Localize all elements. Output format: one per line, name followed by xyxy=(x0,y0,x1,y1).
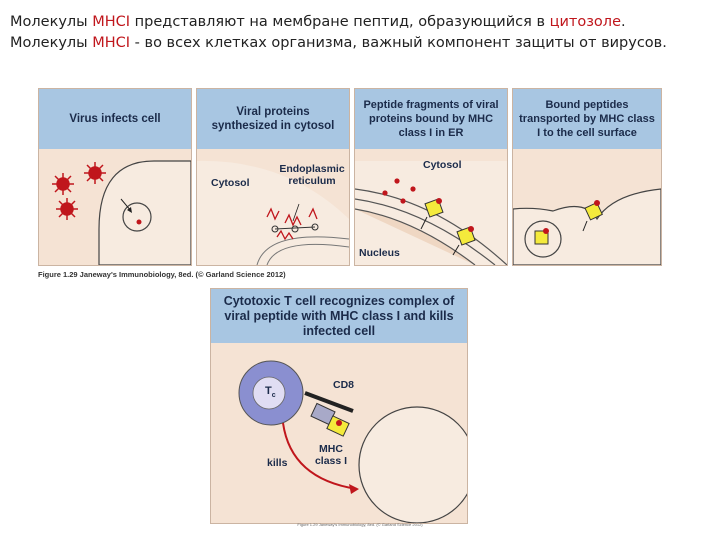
header-segment: Молекулы xyxy=(10,14,93,30)
bottom-caption: Cytotoxic T cell recognizes complex of v… xyxy=(211,289,467,343)
mhc-label: MHC class I xyxy=(314,443,348,467)
figure-caption-top: Figure 1.29 Janeway's Immunobiology, 8ed… xyxy=(38,270,286,279)
header-line-2: Молекулы MHCI - во всех клетках организм… xyxy=(10,33,710,54)
header-segment: цитозоле xyxy=(549,14,621,30)
header-line-1: Молекулы MHCI представляют на мембране п… xyxy=(10,12,710,33)
cd8-label: CD8 xyxy=(333,379,355,391)
kills-label: kills xyxy=(267,457,288,469)
panel-2-caption: Viral proteins synthesized in cytosol xyxy=(197,89,349,149)
figure-caption-bottom: Figure 1.29 Janeway's Immunobiology, 8ed… xyxy=(297,522,423,527)
panel-4-graphic xyxy=(513,188,661,265)
header-segment: . xyxy=(621,14,626,30)
panel-viral-proteins: Viral proteins synthesized in cytosol Cy… xyxy=(196,88,350,266)
panel-peptide-fragments: Peptide fragments of viral proteins boun… xyxy=(354,88,508,266)
nucleus-label: Nucleus xyxy=(359,247,400,259)
tc-subscript: c xyxy=(271,392,276,400)
cytosol-label: Cytosol xyxy=(211,177,250,189)
panel-3-graphic xyxy=(355,161,507,265)
panel-4-caption: Bound peptides transported by MHC class … xyxy=(513,89,661,149)
panel-transport-surface: Bound peptides transported by MHC class … xyxy=(512,88,662,266)
panel-2-graphic xyxy=(197,160,349,265)
bottom-graphic xyxy=(238,360,467,523)
slide-header: Молекулы MHCI представляют на мембране п… xyxy=(10,12,710,54)
header-segment: MHCI xyxy=(92,35,131,51)
panel-1-graphic xyxy=(52,160,191,265)
header-segment: - во всех клетках организма, важный комп… xyxy=(130,35,667,51)
er-label: Endoplasmic reticulum xyxy=(279,163,345,187)
tc-letter: T xyxy=(265,385,272,397)
header-segment: Молекулы xyxy=(10,35,93,51)
tc-label: Tc xyxy=(265,385,276,402)
cytosol-label-2: Cytosol xyxy=(423,159,462,171)
header-segment: MHCI xyxy=(92,14,131,30)
panel-1-caption: Virus infects cell xyxy=(39,89,191,149)
panel-tcell-kills: Cytotoxic T cell recognizes complex of v… xyxy=(210,288,468,524)
panel-virus-infects: Virus infects cell xyxy=(38,88,192,266)
panel-3-caption: Peptide fragments of viral proteins boun… xyxy=(355,89,507,149)
header-segment: представляют на мембране пептид, образую… xyxy=(130,14,550,30)
